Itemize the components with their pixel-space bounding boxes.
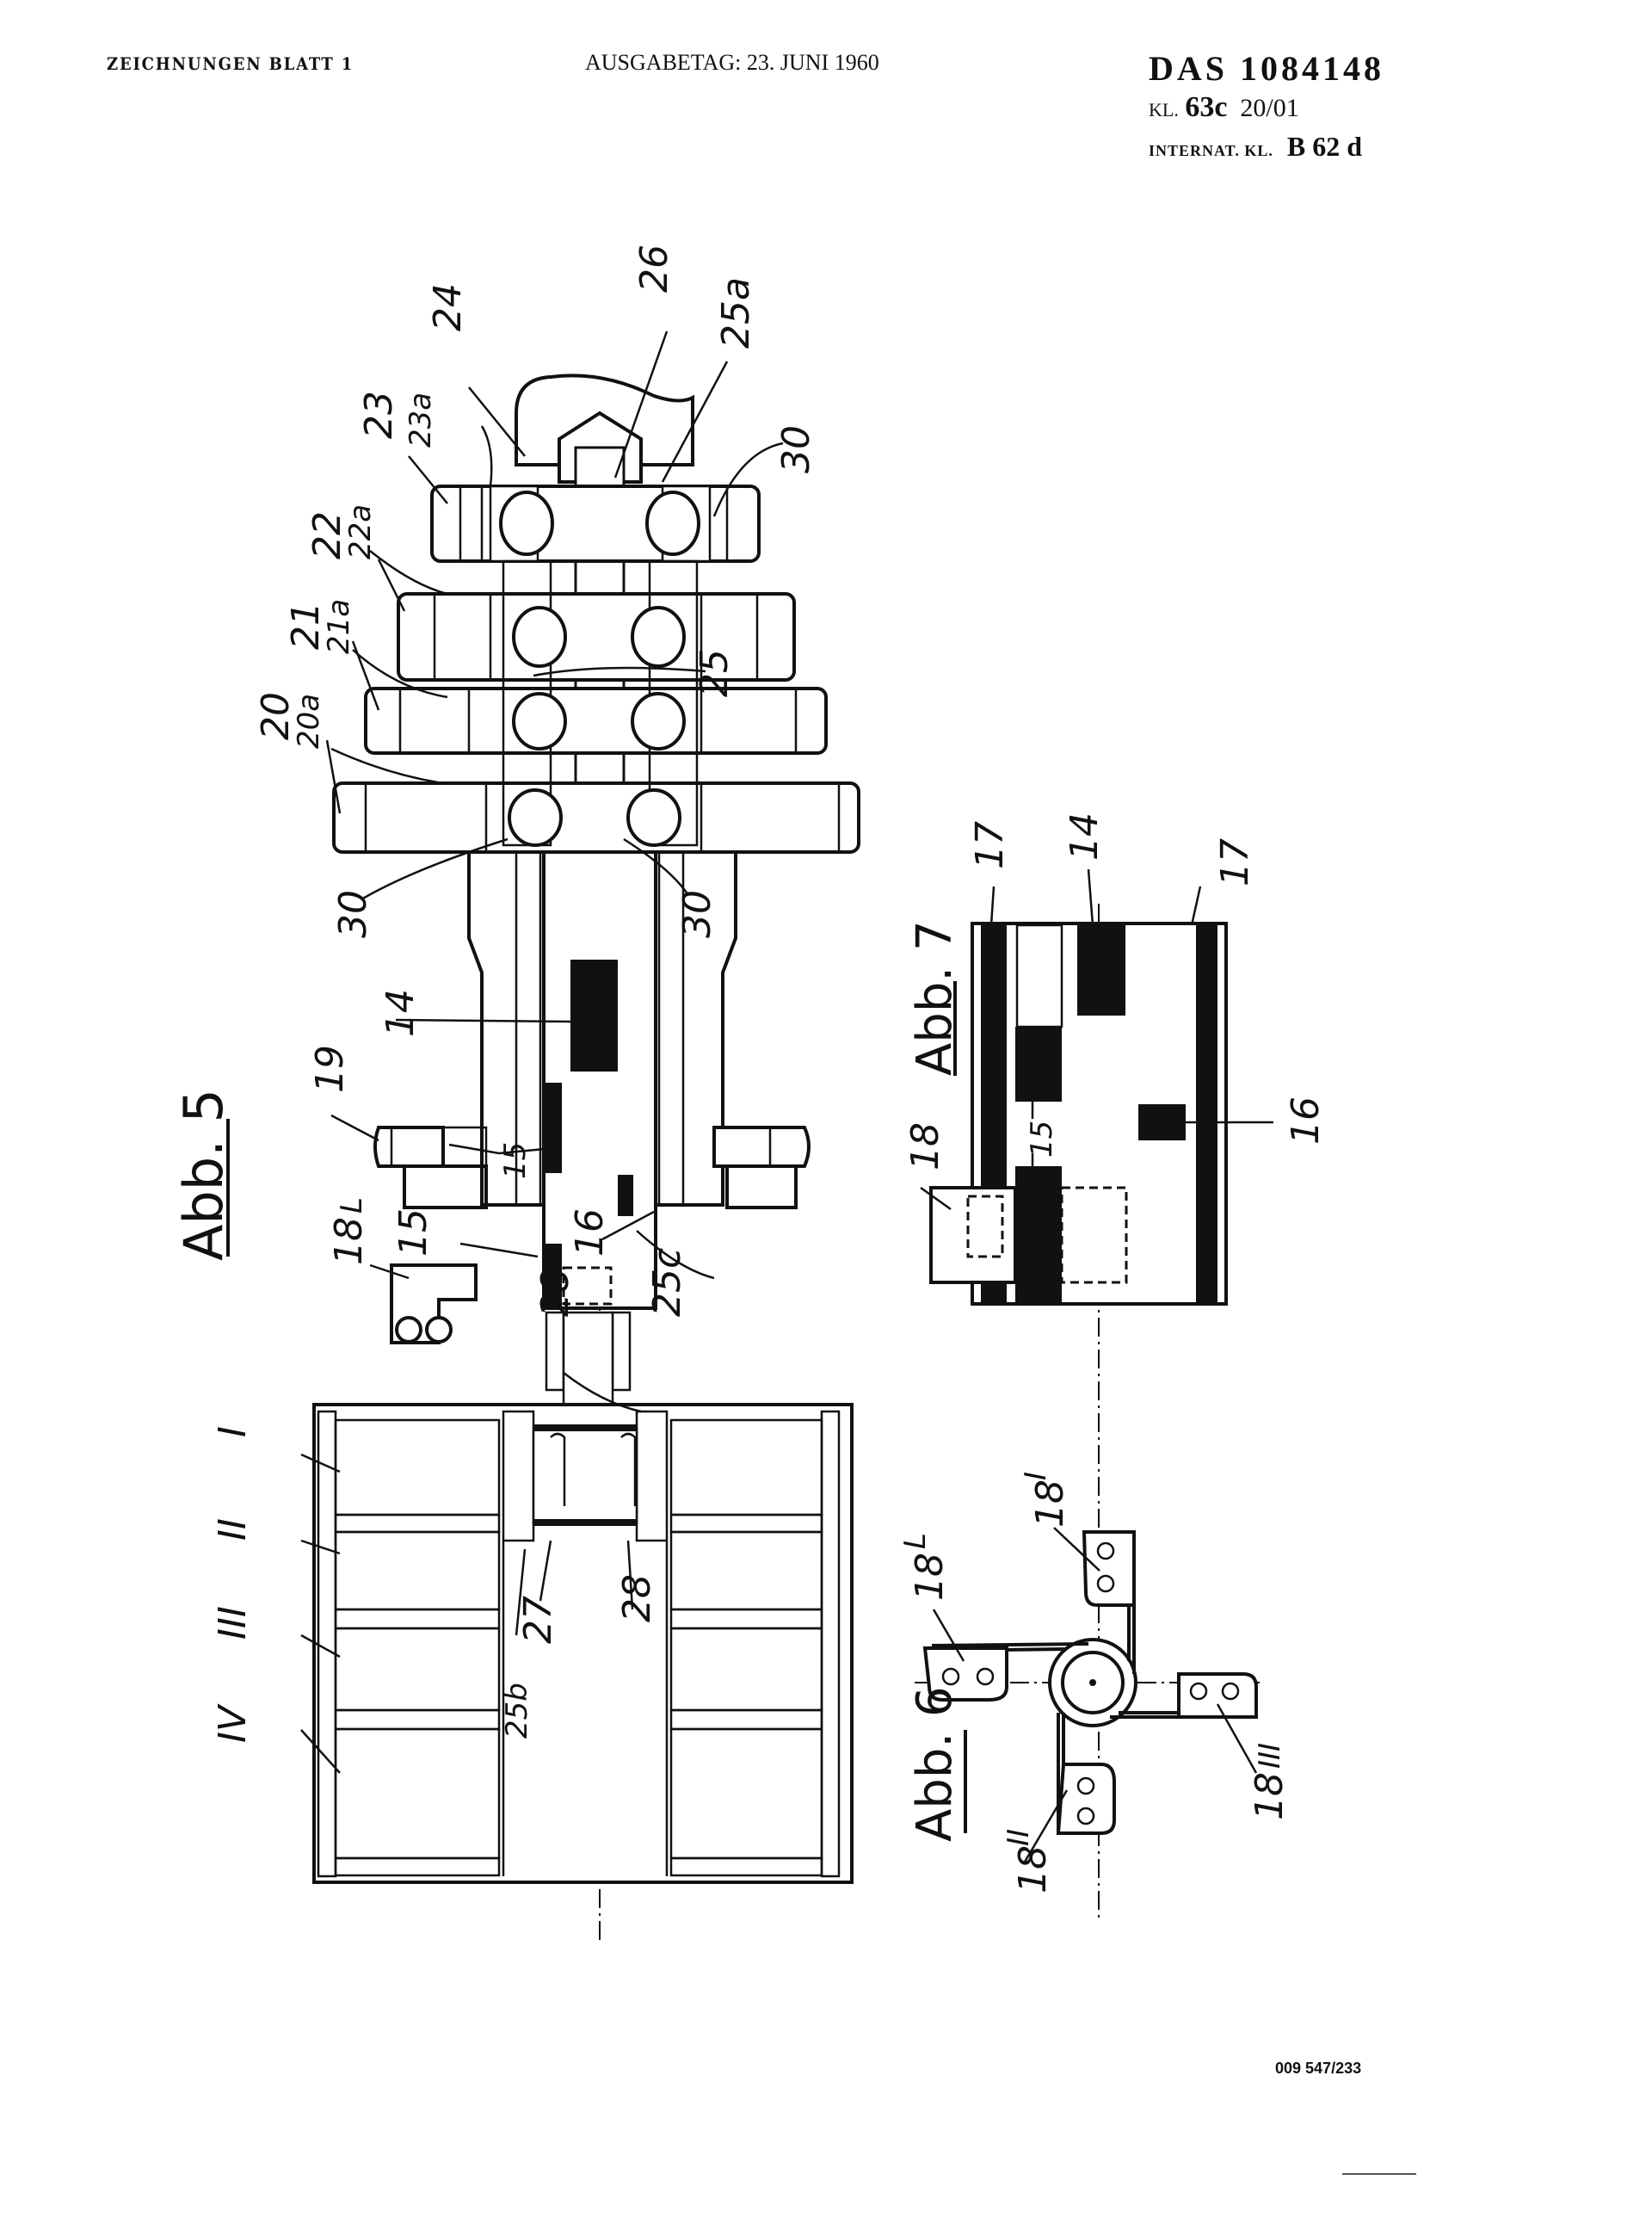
label-16: 16 — [1284, 1096, 1328, 1145]
label-18I-sup: I — [1019, 1472, 1053, 1480]
housing-24 — [515, 374, 694, 466]
tab-18II — [1056, 1763, 1116, 1835]
label-25a: 25a — [714, 277, 758, 349]
label-17-right: 17 — [1213, 838, 1257, 886]
coil-housing — [312, 1403, 854, 1884]
label-28-lower: 28 — [615, 1574, 659, 1622]
tab-18L — [922, 1646, 1008, 1702]
gear-23 — [430, 485, 761, 563]
contact-14 — [570, 960, 618, 1072]
label-23: 23 — [357, 391, 401, 439]
slider-outline — [1060, 1186, 1128, 1284]
class-prefix: KL. — [1149, 99, 1179, 120]
print-code: 009 547/233 — [1275, 2060, 1362, 2077]
fig5-labels: 24 26 25a 23 23a 30 22 22a 21 21a 25 20 … — [211, 244, 818, 1743]
label-30-left: 30 — [331, 890, 375, 938]
label-21a: 21a — [322, 599, 356, 654]
contact-15-lower — [545, 1244, 562, 1308]
tab-18I — [1082, 1530, 1136, 1607]
label-18-sup: L — [335, 1197, 369, 1214]
label-18II: 18 — [1011, 1845, 1055, 1893]
label-18L-sup: L — [898, 1533, 933, 1549]
tab-18III — [1177, 1672, 1258, 1719]
label-14: 14 — [1063, 812, 1106, 861]
label-14: 14 — [379, 989, 422, 1037]
figure-6-title: Abb. 6 — [907, 1686, 963, 1842]
figure-6: 18 L 18 I 18 III 18 II Abb. 6 — [898, 1472, 1291, 1893]
class-sub: 20/01 — [1240, 94, 1299, 122]
label-16: 16 — [568, 1208, 612, 1257]
leader-lines — [932, 1527, 1258, 1864]
contact-16 — [618, 1175, 633, 1216]
contact-15-lower — [1015, 1166, 1062, 1304]
contact-15-upper — [545, 1083, 562, 1173]
label-17-left: 17 — [968, 821, 1012, 869]
rail-17-right — [1196, 925, 1217, 1302]
screw-icon — [425, 1316, 453, 1343]
gear-21 — [364, 687, 828, 755]
intl-class: INTERNAT. KL. B 62 d — [1149, 131, 1362, 163]
figure-5-title: Abb. 5 — [172, 1089, 235, 1261]
label-15: 15 — [1025, 1121, 1059, 1158]
patent-class: KL. 63c 20/01 — [1149, 91, 1299, 124]
gear-22 — [397, 592, 796, 682]
label-24: 24 — [426, 283, 470, 331]
sheet-label: ZEICHNUNGEN BLATT 1 — [107, 53, 354, 74]
label-18III: 18 — [1248, 1772, 1291, 1820]
issue-date: AUSGABETAG: 23. JUNI 1960 — [585, 50, 879, 75]
patent-number: DAS 1084148 — [1149, 49, 1385, 88]
label-coil-I: I — [211, 1426, 255, 1437]
label-coil-II: II — [211, 1518, 255, 1541]
screw-heads — [941, 1541, 1240, 1825]
leader-lines — [920, 868, 1202, 1211]
contact-16 — [1138, 1104, 1186, 1140]
gear-20 — [332, 781, 860, 854]
label-20a: 20a — [292, 694, 326, 749]
bearing-balls-30 — [499, 491, 700, 847]
label-15-lower: 15 — [391, 1208, 435, 1257]
label-coil-IV: IV — [211, 1703, 255, 1743]
label-coil-III: III — [211, 1606, 255, 1640]
label-26: 26 — [632, 244, 676, 293]
gear-19 — [373, 1126, 811, 1209]
label-18: 18 — [327, 1217, 371, 1265]
label-20: 20 — [254, 692, 298, 740]
label-22a: 22a — [343, 504, 378, 559]
label-21: 21 — [284, 602, 328, 650]
label-28-upper: 28 — [533, 1269, 577, 1317]
label-19: 19 — [308, 1045, 352, 1093]
screw-icon — [395, 1316, 422, 1343]
label-30-top: 30 — [774, 425, 818, 473]
leader-lines — [300, 330, 784, 1774]
label-27: 27 — [516, 1596, 560, 1644]
label-18III-sup: III — [1253, 1743, 1287, 1769]
label-22: 22 — [305, 511, 349, 559]
label-18I: 18 — [1028, 1479, 1072, 1528]
label-18: 18 — [903, 1122, 947, 1171]
figure-7: 17 14 17 15 16 18 Abb. 7 — [903, 812, 1328, 1919]
label-18L: 18 — [908, 1553, 952, 1601]
label-25b: 25b — [500, 1683, 534, 1739]
contact-14 — [1077, 925, 1125, 1016]
label-15-upper: 15 — [498, 1142, 533, 1179]
intl-class-value: B 62 d — [1286, 131, 1362, 162]
label-25c: 25c — [645, 1248, 689, 1317]
label-25: 25 — [693, 649, 737, 697]
coil-windings — [334, 1418, 823, 1877]
contact-15-upper — [1015, 1027, 1062, 1102]
footer-rule — [1342, 2173, 1416, 2175]
figure-5: 24 26 25a 23 23a 30 22 22a 21 21a 25 20 … — [172, 244, 860, 1945]
hub-sleeve — [467, 850, 737, 1207]
label-23a: 23a — [404, 392, 438, 448]
spring-27 — [532, 1427, 638, 1525]
label-30-right: 30 — [675, 890, 719, 938]
intl-prefix: INTERNAT. KL. — [1149, 142, 1273, 159]
class-main: 63c — [1185, 91, 1228, 123]
label-18II-sup: II — [1002, 1829, 1036, 1846]
